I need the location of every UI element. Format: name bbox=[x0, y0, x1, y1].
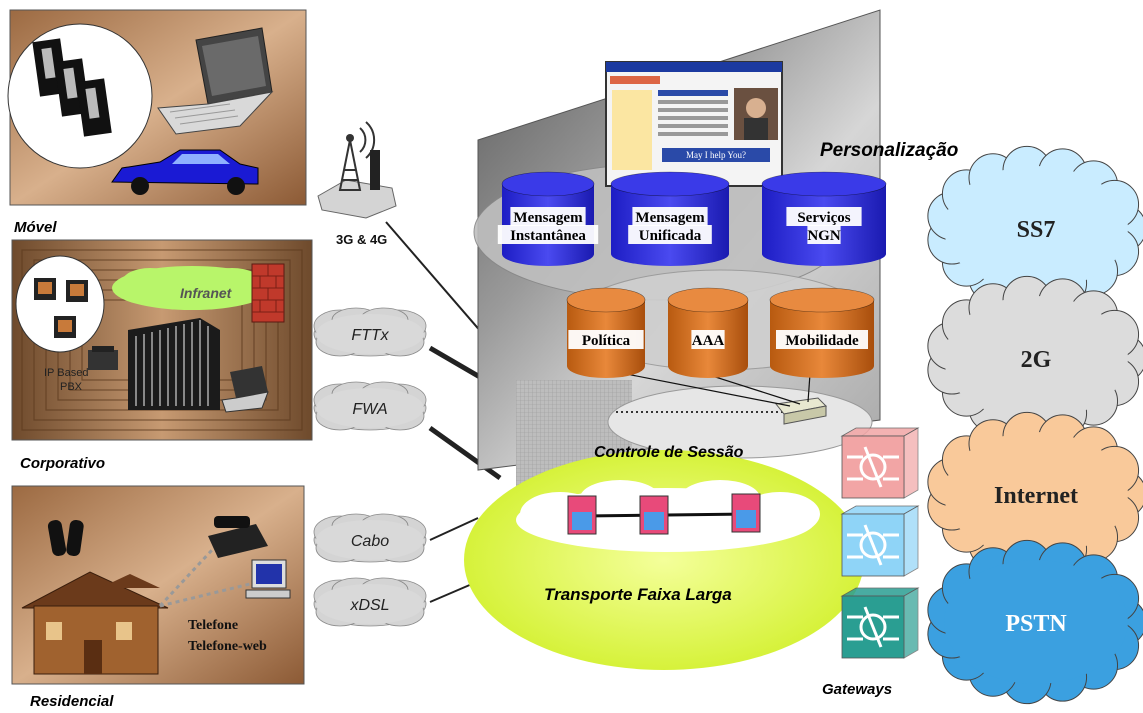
corporativo-panel bbox=[11, 239, 313, 441]
link-cloud-fttx: FTTx bbox=[313, 307, 427, 357]
link-cloud-xdsl: xDSL bbox=[313, 577, 427, 627]
router-icon-3 bbox=[731, 493, 761, 533]
pda-devices-icon bbox=[34, 278, 88, 338]
router-icon-2 bbox=[639, 495, 669, 535]
link-cloud-cabo: Cabo bbox=[313, 513, 427, 563]
web-portal-screenshot: May I help You? bbox=[605, 61, 783, 187]
mensagem-unificada-cylinder-label-1: Unificada bbox=[639, 228, 702, 244]
residencial-panel bbox=[11, 485, 305, 685]
router-icon-1 bbox=[567, 495, 597, 535]
service-cylinders: MensagemInstantâneaMensagemUnificadaServ… bbox=[497, 171, 887, 378]
mobile-handsets-icon bbox=[47, 519, 84, 557]
radio-label: 3G & 4G bbox=[336, 232, 387, 247]
gateway-icon-3 bbox=[840, 587, 920, 659]
phone-icon bbox=[88, 346, 118, 370]
aaa-cylinder-label-0: AAA bbox=[692, 333, 725, 349]
infranet-cloud bbox=[112, 266, 272, 310]
mobilidade-cylinder: Mobilidade bbox=[769, 287, 875, 378]
infranet-label: Infranet bbox=[180, 285, 233, 301]
telefone-web-label: Telefone-web bbox=[188, 639, 267, 654]
residencial-label: Residencial bbox=[30, 693, 114, 710]
ip-based-label: IP Based bbox=[44, 367, 88, 379]
network-cloud-pstn: PSTN bbox=[927, 539, 1143, 705]
gateway-icon-2 bbox=[840, 505, 920, 577]
link-cloud-fwa: FWA bbox=[313, 381, 427, 431]
car-icon bbox=[111, 149, 259, 195]
house-icon bbox=[21, 571, 169, 675]
transporte-label: Transporte Faixa Larga bbox=[544, 585, 732, 604]
transporte-oval bbox=[464, 450, 864, 670]
mobilidade-cylinder-label-0: Mobilidade bbox=[785, 333, 859, 349]
politica-cylinder: Política bbox=[566, 287, 646, 378]
office-building-icon bbox=[128, 318, 220, 410]
network-label-pstn: PSTN bbox=[1005, 611, 1067, 637]
pbx-label: PBX bbox=[60, 381, 83, 393]
screen-help-text: May I help You? bbox=[686, 150, 746, 160]
gateways-label: Gateways bbox=[822, 681, 892, 698]
network-cloud-ss7: SS7 bbox=[927, 145, 1143, 311]
mensagem-instantanea-cylinder-label-1: Instantânea bbox=[510, 228, 586, 244]
servicos-ngn-cylinder-label-0: Serviços bbox=[797, 210, 850, 226]
mobile-phones-icon bbox=[32, 38, 112, 137]
network-label-2g: 2G bbox=[1021, 347, 1052, 373]
network-label-ss7: SS7 bbox=[1017, 217, 1056, 243]
link-label-fttx: FTTx bbox=[351, 327, 389, 344]
corporativo-label: Corporativo bbox=[20, 455, 105, 472]
network-label-internet: Internet bbox=[994, 483, 1078, 509]
aaa-cylinder: AAA bbox=[667, 287, 749, 378]
servicos-ngn-cylinder-label-1: NGN bbox=[807, 228, 841, 244]
link-label-fwa: FWA bbox=[352, 401, 387, 418]
firewall-icon bbox=[251, 263, 285, 323]
gateways-group bbox=[840, 427, 920, 659]
notebook-icon bbox=[221, 366, 269, 413]
movel-label: Móvel bbox=[14, 219, 57, 236]
laptop-icon bbox=[157, 27, 274, 135]
desk-phone-icon bbox=[208, 516, 268, 558]
telefone-label: Telefone bbox=[188, 618, 238, 633]
link-label-cabo: Cabo bbox=[351, 533, 389, 550]
personalizacao-label: Personalização bbox=[820, 140, 958, 161]
politica-cylinder-label-0: Política bbox=[582, 333, 631, 349]
movel-panel bbox=[7, 9, 307, 206]
mensagem-unificada-cylinder-label-0: Mensagem bbox=[635, 210, 705, 226]
link-label-xdsl: xDSL bbox=[349, 597, 389, 614]
radio-tower-icon bbox=[317, 121, 397, 219]
desktop-computer-icon bbox=[245, 559, 291, 599]
controle-label: Controle de Sessão bbox=[594, 444, 744, 461]
gateway-icon-1 bbox=[840, 427, 920, 499]
network-cloud-2g: 2G bbox=[927, 275, 1143, 441]
mensagem-instantanea-cylinder-label-0: Mensagem bbox=[513, 210, 583, 226]
session-server-icon bbox=[775, 397, 828, 425]
